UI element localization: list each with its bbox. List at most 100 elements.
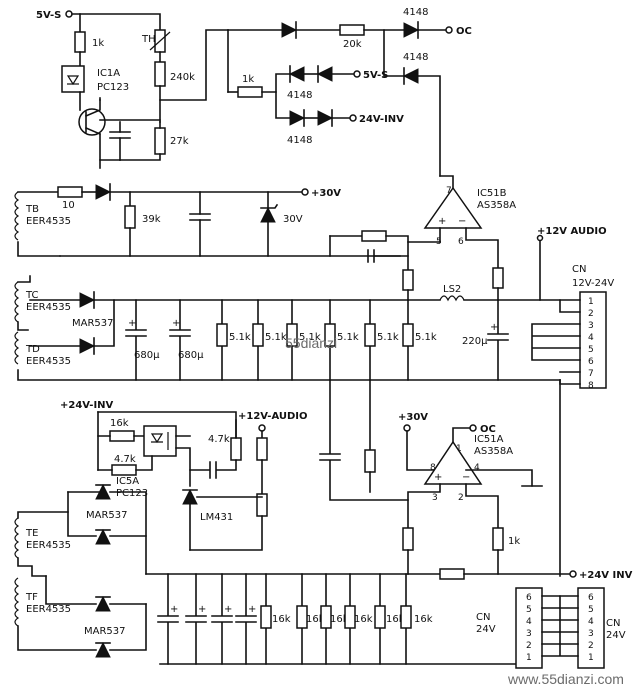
diode-4148-a bbox=[403, 22, 420, 38]
resistor-5k1-1 bbox=[216, 323, 228, 347]
diode-4148-b bbox=[402, 68, 419, 84]
label-680u-2: 680μ bbox=[178, 350, 204, 361]
label-tb-part: EER4535 bbox=[26, 216, 71, 227]
resistor-12v-audio-div bbox=[256, 437, 268, 461]
pin-1-bot: 1 bbox=[456, 444, 462, 454]
terminal-12v-audio-2 bbox=[258, 424, 266, 432]
site-watermark: www.55dianzi.com bbox=[507, 671, 624, 687]
resistor-4k7-a bbox=[111, 464, 137, 476]
label-240k: 240k bbox=[170, 72, 195, 83]
cap-plus-icon: + bbox=[172, 318, 180, 329]
transformer-coil-te bbox=[14, 517, 20, 559]
terminal-24v-inv-right bbox=[569, 570, 577, 578]
zener-30v bbox=[260, 206, 276, 223]
pin-2-bot: 2 bbox=[458, 493, 464, 503]
opamp-ic51a: +30V OC 1 8 4 + − 3 2 IC51A AS358A 1k bbox=[319, 379, 561, 577]
resistor-1k-mid bbox=[237, 86, 263, 98]
tc-td-section: TC EER4535 TD EER4535 MAR537 LS2 +12V AU… bbox=[14, 226, 607, 381]
transformer-coil-td bbox=[14, 331, 20, 365]
label-16k-5: 16k bbox=[386, 614, 405, 625]
transformer-coil-tf bbox=[14, 577, 20, 627]
connector-body-bottom-right bbox=[577, 587, 605, 669]
connector-pin-number: 5 bbox=[526, 605, 532, 615]
label-cn-bl: CN bbox=[476, 612, 490, 623]
label-cn-top: CN bbox=[572, 264, 586, 275]
label-5k1-5: 5.1k bbox=[377, 332, 399, 343]
terminal-24v-inv-out bbox=[349, 114, 357, 122]
resistor-16k-a bbox=[109, 430, 135, 442]
label-tc: TC bbox=[25, 290, 39, 301]
label-ic51a: IC51A bbox=[474, 434, 504, 445]
connector-pin-number: 4 bbox=[588, 333, 594, 343]
connector-pin-number: 6 bbox=[526, 593, 532, 603]
connector-pin-number: 3 bbox=[526, 629, 532, 639]
label-pc123-bot: PC123 bbox=[116, 488, 148, 499]
label-lm431: LM431 bbox=[200, 512, 233, 523]
terminal-30v bbox=[301, 188, 309, 196]
label-pc123-top: PC123 bbox=[97, 82, 129, 93]
label-tf-part: EER4535 bbox=[26, 604, 71, 615]
resistor-240k bbox=[154, 61, 166, 87]
net-label-24v-inv-out: 24V-INV bbox=[359, 114, 404, 125]
net-label-5vs-out: 5V-S bbox=[363, 70, 388, 81]
label-ic51b: IC51B bbox=[477, 188, 507, 199]
label-z30v: 30V bbox=[283, 214, 303, 225]
resistor-16k-2 bbox=[296, 605, 308, 629]
label-tb: TB bbox=[25, 204, 39, 215]
resistor-20k bbox=[339, 24, 365, 36]
net-label-12v-audio-2: +12V-AUDIO bbox=[238, 411, 308, 422]
label-4k7-a: 4.7k bbox=[114, 454, 136, 465]
connector-pin-number: 6 bbox=[588, 357, 594, 367]
connector-pin-number: 1 bbox=[588, 297, 594, 307]
resistor-opamp-bot-in bbox=[402, 527, 414, 551]
label-16k-a: 16k bbox=[110, 418, 129, 429]
label-5k1-2: 5.1k bbox=[265, 332, 287, 343]
diode-icon bbox=[281, 22, 298, 38]
terminal-30v-b bbox=[403, 424, 411, 432]
pin-4-bot: 4 bbox=[474, 463, 480, 473]
label-as358a-top: AS358A bbox=[477, 200, 516, 211]
label-cn-top-type: 12V-24V bbox=[572, 278, 614, 289]
resistor-4k7-b bbox=[230, 437, 242, 461]
connector-pin-number: 7 bbox=[588, 369, 594, 379]
resistor-24v-series bbox=[439, 568, 465, 580]
resistor-5k1-5 bbox=[364, 323, 376, 347]
connector-pin-number: 2 bbox=[526, 641, 532, 651]
label-1k-top: 1k bbox=[92, 38, 104, 49]
label-16k-2: 16k bbox=[306, 614, 325, 625]
resistor-39k bbox=[124, 205, 136, 229]
label-te-part: EER4535 bbox=[26, 540, 71, 551]
connector-pin-number: 1 bbox=[526, 653, 532, 663]
net-label-24v-inv-right: +24V INV bbox=[579, 570, 633, 581]
resistor-16k-3 bbox=[320, 605, 332, 629]
label-4148-a: 4148 bbox=[403, 7, 428, 18]
pin-plus-top: + bbox=[438, 216, 446, 227]
resistor-5k1-2 bbox=[252, 323, 264, 347]
terminal-12v-audio bbox=[536, 234, 544, 242]
inductor-ls2 bbox=[439, 295, 465, 302]
diode-icon bbox=[95, 184, 112, 200]
label-1k-mid: 1k bbox=[242, 74, 254, 85]
opamp-ic51b: 7 + − 5 6 IC51B AS358A bbox=[423, 175, 516, 301]
label-tf: TF bbox=[25, 592, 38, 603]
pin-plus-bot: + bbox=[434, 472, 442, 483]
label-27k: 27k bbox=[170, 136, 189, 147]
net-label-oc-top: OC bbox=[456, 26, 472, 37]
pin-8-bot: 8 bbox=[430, 463, 436, 473]
transformer-coil-tb bbox=[14, 191, 20, 241]
opamp-triangle-top bbox=[423, 186, 483, 229]
label-mar537-1: MAR537 bbox=[72, 318, 114, 329]
cap-plus-icon: + bbox=[198, 604, 206, 615]
connector-pin-number: 4 bbox=[588, 617, 594, 627]
connector-body-bottom-left bbox=[515, 587, 543, 669]
diode-icon bbox=[316, 66, 333, 82]
label-16k-1: 16k bbox=[272, 614, 291, 625]
resistor-1k-top bbox=[74, 31, 86, 53]
resistor-27k bbox=[154, 127, 166, 155]
pin-minus-bot: − bbox=[462, 472, 470, 483]
label-4148-c: 4148 bbox=[287, 90, 312, 101]
net-label-30v-b: +30V bbox=[398, 412, 428, 423]
cap-plus-icon: + bbox=[128, 318, 136, 329]
